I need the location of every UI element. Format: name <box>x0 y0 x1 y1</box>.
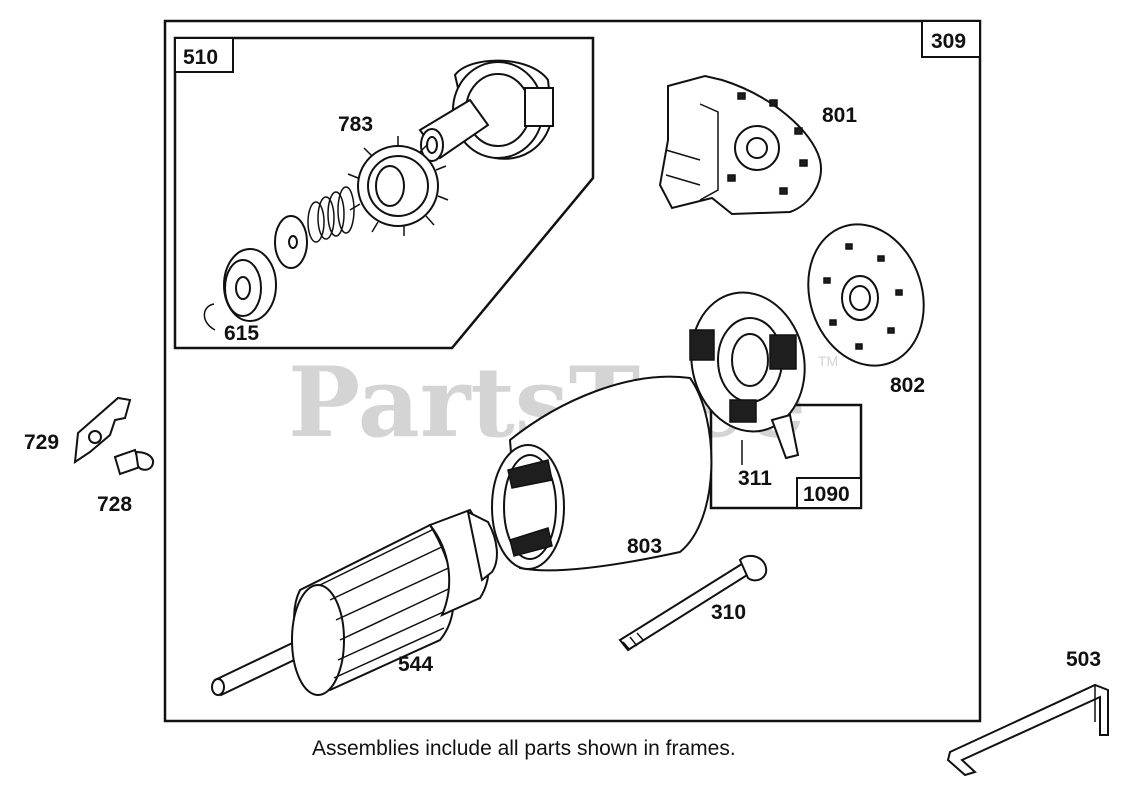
main-frame <box>163 19 982 723</box>
thrust-washer[interactable] <box>274 215 308 269</box>
label-544[interactable]: 544 <box>398 653 433 676</box>
brush-assembly-label[interactable]: 1090 <box>803 483 850 506</box>
retaining-strap[interactable] <box>946 683 1109 777</box>
label-802[interactable]: 802 <box>890 374 925 397</box>
drive-assembly-label[interactable]: 510 <box>183 46 218 69</box>
drive-assembly-frame <box>173 36 595 350</box>
label-311[interactable]: 311 <box>738 467 772 490</box>
label-503[interactable]: 503 <box>1066 648 1101 671</box>
drive-assembly-label-box <box>174 37 234 73</box>
label-801[interactable]: 801 <box>822 104 857 127</box>
armature[interactable] <box>211 508 498 697</box>
brush-holder[interactable] <box>679 282 818 460</box>
pinion-gear[interactable] <box>347 136 449 236</box>
main-frame-label-box <box>921 20 981 58</box>
drive-pinion-housing[interactable] <box>418 59 554 162</box>
label-783[interactable]: 783 <box>338 113 373 136</box>
end-cap-bracket[interactable] <box>658 74 822 216</box>
main-frame-label[interactable]: 309 <box>931 30 966 53</box>
motor-housing[interactable] <box>491 375 713 572</box>
retaining-ring[interactable] <box>203 303 216 331</box>
label-310[interactable]: 310 <box>711 601 746 624</box>
brush-assembly-label-box <box>796 477 862 509</box>
pinion-spring[interactable] <box>307 186 355 243</box>
label-728[interactable]: 728 <box>97 493 132 516</box>
label-615[interactable]: 615 <box>224 322 259 345</box>
mounting-bracket[interactable] <box>73 396 132 465</box>
mounting-bolt[interactable] <box>113 448 154 476</box>
through-bolt[interactable] <box>618 554 768 652</box>
label-803[interactable]: 803 <box>627 535 662 558</box>
footnote-caption: Assemblies include all parts shown in fr… <box>312 737 736 760</box>
watermark-trademark: TM <box>818 353 838 369</box>
label-729[interactable]: 729 <box>24 431 59 454</box>
stop-collar[interactable] <box>223 248 277 322</box>
end-plate[interactable] <box>790 209 941 381</box>
